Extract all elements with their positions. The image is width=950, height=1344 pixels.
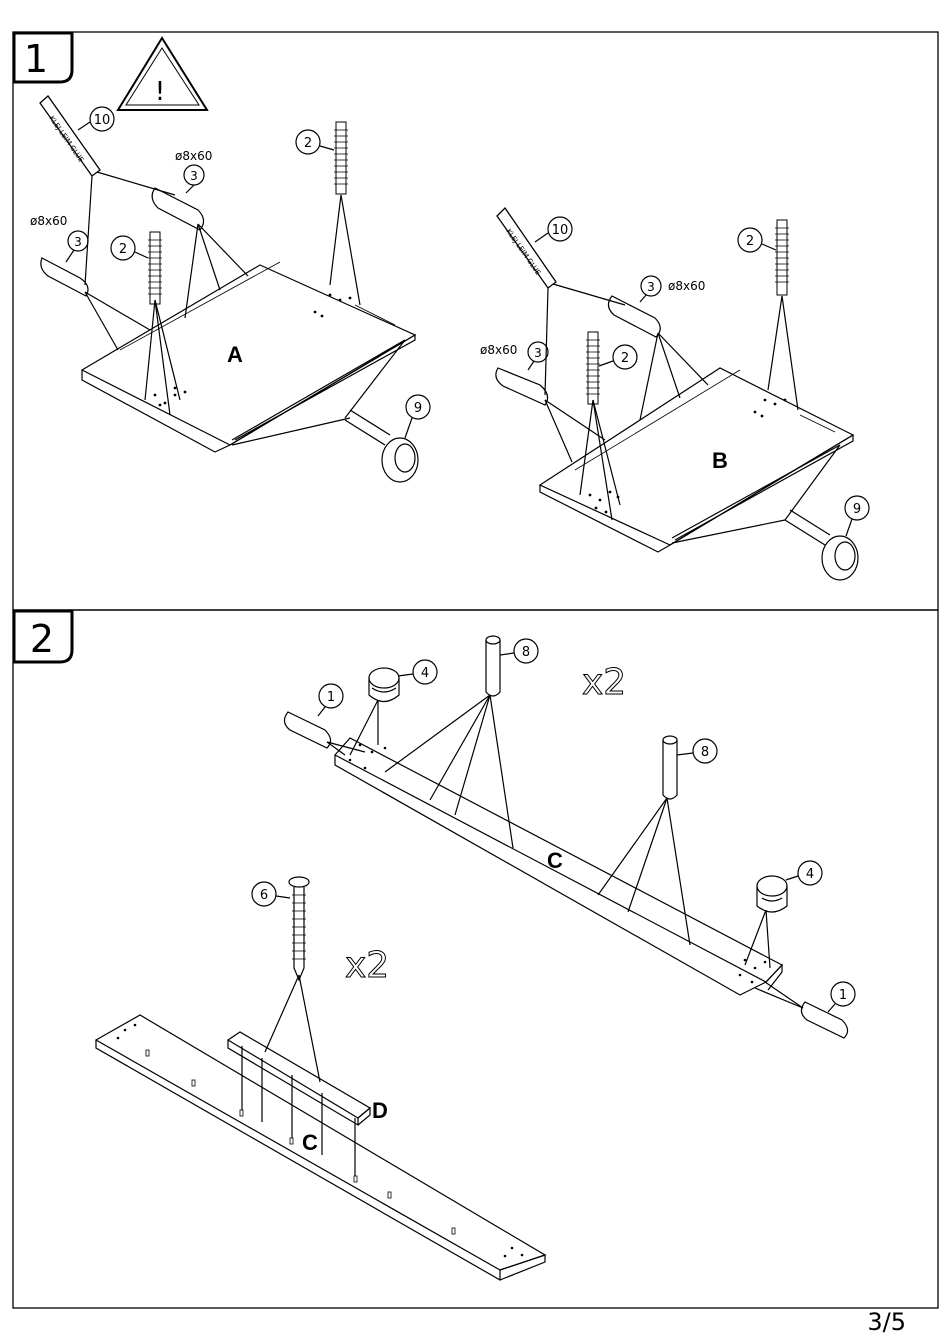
rail-c-upper: C	[335, 738, 782, 995]
dowel-b-1	[496, 368, 548, 405]
cam-bolt-b-1	[586, 332, 600, 404]
panel-b	[540, 368, 853, 545]
svg-text:8: 8	[522, 645, 530, 660]
rail-c-lower: C	[96, 1015, 545, 1280]
callout-3-a-left: 3 ø8x60	[30, 214, 88, 262]
glue-bottle-b: KLEJ LEIM GLUE	[497, 208, 556, 288]
panel-c-lower-label: C	[302, 1130, 318, 1155]
svg-text:4: 4	[806, 867, 814, 882]
callout-3-b-left: 3 ø8x60	[480, 342, 548, 370]
step2-number: 2	[30, 617, 54, 661]
dim-label: ø8x60	[175, 149, 212, 163]
pin-c-1	[486, 636, 500, 696]
cam-bolt-b-2	[775, 220, 789, 295]
cam-bolt-a-2	[334, 122, 348, 194]
callout-4-left: 4	[398, 660, 437, 684]
svg-text:6: 6	[260, 888, 268, 903]
step1-frame	[13, 32, 938, 610]
callout-1-right: 1	[828, 982, 855, 1012]
callout-1-left: 1	[318, 684, 343, 716]
svg-text:1: 1	[839, 988, 847, 1003]
svg-text:2: 2	[621, 351, 629, 366]
svg-text:3: 3	[534, 346, 542, 360]
page-number: 3/5	[867, 1308, 906, 1336]
dowel-a-2	[152, 188, 203, 230]
multiplier-upper: x2	[582, 662, 626, 703]
svg-text:3: 3	[74, 235, 82, 249]
cam-lock-left	[369, 668, 399, 702]
step1-badge: 1	[14, 33, 72, 82]
svg-text:4: 4	[421, 666, 429, 681]
pin-c-2	[663, 736, 677, 799]
callout-8-top: 8	[500, 639, 538, 663]
screw	[289, 877, 309, 980]
svg-text:1: 1	[327, 690, 335, 705]
callout-4-right: 4	[786, 861, 822, 885]
callout-2-b-top: 2	[738, 228, 776, 252]
panel-a-label: A	[227, 342, 243, 367]
panel-a-assembly: A KLEJ LEIM GLUE	[30, 96, 430, 482]
svg-text:2: 2	[119, 242, 127, 257]
dim-label: ø8x60	[480, 343, 517, 357]
svg-text:3: 3	[647, 280, 655, 294]
svg-text:10: 10	[94, 113, 111, 128]
callout-3-b-top: 3 ø8x60	[640, 276, 705, 302]
svg-text:3: 3	[190, 169, 198, 183]
dowel-a-1	[41, 258, 88, 296]
svg-text:2: 2	[304, 136, 312, 151]
warning-symbol: !	[155, 77, 165, 107]
step1-number: 1	[24, 37, 48, 81]
knob-a	[345, 410, 418, 482]
svg-text:2: 2	[746, 234, 754, 249]
callout-10-b: 10	[535, 217, 572, 242]
step2-frame	[13, 610, 938, 1308]
panel-a	[82, 265, 415, 445]
svg-text:9: 9	[414, 401, 422, 416]
batten-d: D	[228, 1032, 388, 1182]
dowel-c-right	[801, 1002, 847, 1038]
warning-icon: !	[118, 38, 207, 110]
callout-2-a-top: 2	[296, 130, 334, 154]
panel-c-upper-label: C	[547, 848, 563, 873]
step2-badge: 2	[14, 611, 72, 662]
dim-label: ø8x60	[668, 279, 705, 293]
glue-bottle-a: KLEJ LEIM GLUE	[40, 96, 100, 176]
callout-9-a: 9	[405, 395, 430, 438]
callout-6: 6	[252, 882, 290, 906]
callout-8-second: 8	[677, 739, 717, 763]
panel-b-assembly: B KLEJ LEIM GLUE	[480, 208, 869, 580]
multiplier-lower: x2	[345, 945, 389, 986]
svg-text:9: 9	[853, 502, 861, 517]
svg-text:8: 8	[701, 745, 709, 760]
dim-label: ø8x60	[30, 214, 67, 228]
callout-9-b: 9	[845, 496, 869, 536]
panel-d-label: D	[372, 1098, 388, 1123]
panel-b-label: B	[712, 448, 728, 473]
callout-3-a-top: 3 ø8x60	[175, 149, 212, 193]
svg-text:10: 10	[552, 223, 569, 238]
cam-lock-right	[757, 876, 787, 912]
cam-bolt-a-1	[148, 232, 162, 304]
callout-2-b-left: 2	[599, 345, 637, 369]
knob-b	[785, 510, 858, 580]
callout-10-a: 10	[78, 107, 114, 131]
dowel-c-left	[284, 712, 330, 748]
callout-2-a-left: 2	[111, 236, 148, 260]
